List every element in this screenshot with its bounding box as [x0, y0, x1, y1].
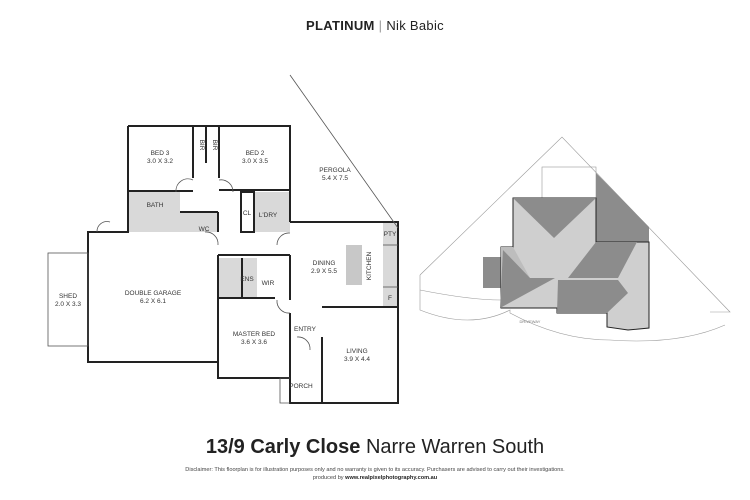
laundry-label: L'DRY	[259, 212, 278, 219]
bir-label: BIR	[198, 140, 205, 151]
entry-label: ENTRY	[294, 326, 317, 333]
kitchen-bench	[383, 222, 398, 307]
shed-outline	[47, 252, 89, 347]
bed3-label: BED 3	[151, 150, 170, 157]
door-swing	[218, 179, 234, 193]
wall	[87, 126, 399, 404]
address-suburb: Narre Warren South	[365, 436, 545, 458]
produced-by: produced by	[312, 475, 344, 481]
master-bed-label: MASTER BED	[233, 331, 276, 338]
bath-area	[128, 192, 180, 232]
room-labels: BED 3 3.0 X 3.2 BIR BIR BED 2 3.0 X 3.5 …	[55, 140, 397, 390]
pergola-roof	[596, 173, 649, 242]
roof-facet	[500, 250, 555, 308]
header-separator: |	[378, 18, 383, 33]
door-swing	[276, 299, 291, 314]
pantry-label: PTY	[384, 231, 397, 238]
roof-facet	[557, 280, 628, 313]
laundry-area	[254, 192, 290, 232]
website-link[interactable]: www.realpixelphotography.com.au	[345, 475, 438, 481]
bed2-label: BED 2	[246, 150, 265, 157]
bed2-size: 3.0 X 3.5	[242, 158, 268, 165]
property-address: 13/9 Carly Close Narre Warren South	[0, 436, 750, 459]
door-swing	[276, 232, 291, 246]
pergola-outline	[289, 74, 399, 229]
wir-label: WIR	[262, 280, 275, 287]
porch-label: PORCH	[289, 383, 313, 390]
fridge-label: F	[388, 295, 392, 302]
walls	[87, 125, 399, 404]
door-swing	[296, 336, 311, 351]
bir-label: BIR	[211, 140, 218, 151]
dining-label: DINING	[313, 260, 336, 267]
garage-size: 6.2 X 6.1	[140, 298, 166, 305]
header: PLATINUM|Nik Babic	[0, 18, 750, 33]
dining-size: 2.9 X 5.5	[311, 268, 337, 275]
door-swing	[204, 231, 219, 246]
shed-size: 2.0 X 3.3	[55, 301, 81, 308]
door-swing	[96, 221, 111, 233]
garden-edge	[419, 289, 502, 301]
disclaimer: Disclaimer: This floorplan is for illust…	[0, 466, 750, 482]
wet-areas	[128, 192, 398, 307]
agent-name: Nik Babic	[386, 18, 444, 33]
roof-facet	[568, 242, 637, 278]
site-plan: DRIVEWAY	[419, 136, 731, 342]
garage-label: DOUBLE GARAGE	[125, 290, 182, 297]
living-size: 3.9 X 4.4	[344, 356, 370, 363]
master-bed-size: 3.6 X 3.6	[241, 339, 267, 346]
brand-name: PLATINUM	[306, 18, 375, 33]
ensuite-area	[218, 258, 257, 298]
kitchen-label: KITCHEN	[366, 251, 373, 280]
pergola-size: 5.4 X 7.5	[322, 175, 348, 182]
shed-label: SHED	[59, 293, 77, 300]
living-label: LIVING	[346, 348, 367, 355]
ensuite-label: ENS	[240, 276, 254, 283]
outlines	[47, 74, 399, 404]
wc-area	[180, 212, 218, 232]
wc-label: WC	[199, 226, 210, 233]
site-boundary-lower	[419, 275, 726, 342]
wall	[240, 191, 255, 233]
shed-roof	[483, 257, 501, 288]
bath-label: BATH	[147, 202, 164, 209]
porch-outline	[279, 377, 290, 404]
bed3-size: 3.0 X 3.2	[147, 158, 173, 165]
pergola-label: PERGOLA	[319, 167, 351, 174]
driveway-label: DRIVEWAY	[520, 319, 541, 324]
pergola-outline-site	[541, 166, 597, 199]
address-street: 13/9 Carly Close	[205, 436, 361, 458]
door-swing	[175, 178, 194, 193]
cl-label: CL	[243, 210, 252, 217]
disclaimer-text: Disclaimer: This floorplan is for illust…	[185, 467, 565, 473]
kitchen-island	[346, 245, 362, 285]
roof-facet	[513, 198, 596, 238]
